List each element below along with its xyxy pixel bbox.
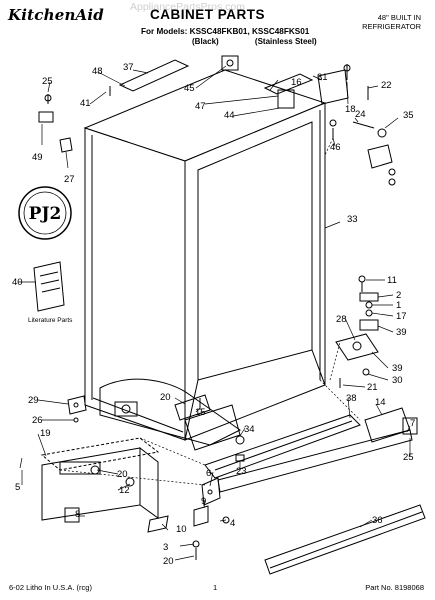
small-hardware-left (38, 86, 111, 153)
callout-1: 1 (396, 300, 401, 311)
callout-27: 27 (64, 174, 75, 185)
callout-31: 31 (317, 72, 328, 83)
callout-11: 11 (387, 275, 397, 286)
model-variants: (Black) (Stainless Steel) (192, 37, 317, 46)
callout-38: 38 (346, 393, 357, 404)
callout-19: 19 (40, 428, 51, 439)
callout-49: 49 (32, 152, 43, 163)
variant-stainless: (Stainless Steel) (254, 37, 317, 46)
callout-37: 37 (123, 62, 134, 73)
hinge-assembly (335, 275, 379, 388)
callout-24: 24 (355, 109, 366, 120)
callout-26: 26 (32, 415, 43, 426)
callout-20: 20 (160, 392, 171, 403)
page-title: CABINET PARTS (150, 7, 266, 22)
variant-black: (Black) (192, 37, 219, 46)
product-description: 48" BUILT IN REFRIGERATOR (362, 13, 421, 31)
callout-21: 21 (367, 382, 378, 393)
callout-15: 15 (195, 407, 206, 418)
callout-44: 44 (224, 110, 235, 121)
callout-36: 36 (372, 515, 383, 526)
callout-41: 41 (80, 98, 91, 109)
callout-5: 5 (15, 482, 20, 493)
callout-46: 46 (330, 142, 341, 153)
callout-9: 9 (201, 496, 206, 507)
watermark: AppliancePartsPros.com (130, 1, 245, 13)
pj2-logo: PJ2 (18, 186, 72, 240)
callout-2: 2 (396, 290, 401, 301)
models-line: For Models: KSSC48FKB01, KSSC48FKS01 (141, 27, 310, 36)
leader-lines (18, 65, 411, 561)
footer-part-number: Part No. 8198068 (365, 583, 424, 592)
callout-39: 39 (396, 327, 407, 338)
callout-48: 48 (92, 66, 103, 77)
callout-8: 8 (75, 509, 80, 520)
callout-7: 7 (410, 418, 415, 429)
dashed-guides (59, 137, 361, 486)
literature-parts-label: Literature Parts (28, 317, 73, 324)
callout-30: 30 (392, 375, 403, 386)
product-line-1: 48" BUILT IN (377, 13, 421, 22)
literature-parts (33, 261, 65, 312)
callout-47: 47 (195, 101, 206, 112)
base-grille-area (99, 378, 245, 462)
callout-25: 25 (403, 452, 414, 463)
callout-33: 33 (347, 214, 358, 225)
callout-22: 22 (381, 80, 392, 91)
cabinet-shell (83, 69, 327, 441)
callout-28: 28 (336, 314, 347, 325)
callout-40: 40 (12, 277, 23, 288)
callout-25: 25 (42, 76, 53, 87)
callout-35: 35 (403, 110, 414, 121)
product-line-2: REFRIGERATOR (362, 22, 421, 31)
callout-16: 16 (291, 77, 302, 88)
callout-17: 17 (396, 311, 407, 322)
footer-litho: 6-02 Litho In U.S.A. (rcg) (9, 583, 92, 592)
callout-39: 39 (392, 363, 403, 374)
callout-12: 12 (119, 485, 130, 496)
callout-29: 29 (28, 395, 39, 406)
callout-14: 14 (375, 397, 386, 408)
callout-6: 6 (206, 468, 211, 479)
callout-20: 20 (117, 469, 128, 480)
callout-3: 3 (163, 542, 168, 553)
callout-4: 4 (230, 518, 235, 529)
kickplate-assembly (192, 407, 426, 575)
callout-23: 23 (236, 466, 247, 477)
pj2-logo-text: PJ2 (29, 204, 62, 224)
callout-10: 10 (176, 524, 187, 535)
callout-34: 34 (244, 424, 255, 435)
callout-45: 45 (184, 83, 195, 94)
footer-page-number: 1 (213, 583, 218, 592)
callout-20: 20 (163, 556, 174, 567)
small-hardware-right (329, 64, 396, 186)
brand-logo: KitchenAid (8, 6, 104, 24)
callout-18: 18 (345, 104, 356, 115)
